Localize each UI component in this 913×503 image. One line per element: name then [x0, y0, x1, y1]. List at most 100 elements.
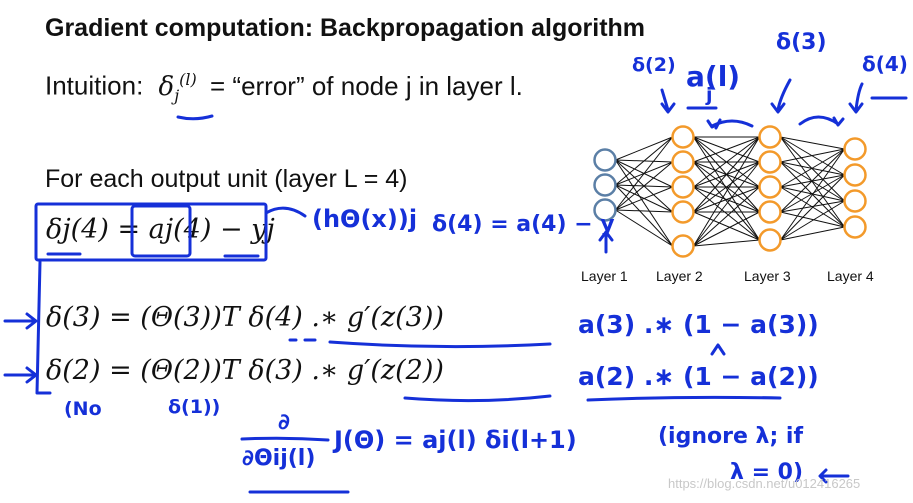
- ink-loop-2: [798, 115, 845, 127]
- hidden-node: [758, 175, 782, 199]
- network-edge: [693, 211, 760, 241]
- input-node: [593, 198, 617, 222]
- ink-left-bracket: [35, 260, 52, 395]
- ink-no: (No: [64, 398, 102, 420]
- ink-connector: [264, 206, 307, 218]
- ink-delta4-eq: δ(4) = a(4) − y: [432, 212, 615, 237]
- network-edge: [780, 148, 845, 163]
- ink-a2-deriv: a(2) .∗ (1 − a(2)): [578, 362, 819, 391]
- ink-arrow-lambda: [818, 468, 850, 484]
- ink-lambda-zero: λ = 0): [730, 460, 804, 485]
- ink-arrow-delta4: [848, 82, 864, 114]
- network-edge: [780, 148, 845, 241]
- network-edge: [615, 136, 673, 186]
- network-edge: [780, 148, 845, 188]
- hidden-node: [671, 150, 695, 174]
- intuition-line: Intuition: δj(l) = “error” of node j in …: [45, 70, 523, 105]
- ink-arrow-delta2: [660, 88, 676, 114]
- ink-input-arrow: [598, 230, 614, 254]
- ink-arrow-delta3: [770, 78, 792, 114]
- ink-arrow-2: [3, 366, 38, 384]
- ink-a-sub-j: j: [706, 84, 713, 106]
- network-edges: [615, 136, 845, 247]
- network-edge: [615, 209, 673, 213]
- ink-loop-1: [706, 119, 754, 129]
- ink-delta4: δ(4): [862, 52, 908, 76]
- network-edge: [780, 226, 845, 241]
- network-edge: [693, 136, 760, 241]
- hidden-node: [671, 175, 695, 199]
- ink-underline-intuition: [176, 114, 214, 121]
- hidden-node: [758, 200, 782, 224]
- network-edge: [693, 161, 760, 241]
- network-edge: [693, 136, 760, 163]
- network-edge: [693, 186, 760, 247]
- hidden-node: [758, 228, 782, 252]
- hidden-node: [671, 234, 695, 258]
- ink-up-arrow: [710, 343, 726, 356]
- network-edge: [693, 161, 760, 213]
- equation-delta-3: δ(3) = (Θ(3))T δ(4) .∗ g′(z(3)): [46, 302, 444, 333]
- ink-delta1: δ(1)): [168, 396, 221, 418]
- ink-a3-deriv: a(3) .∗ (1 − a(3)): [578, 310, 819, 339]
- network-edge: [693, 239, 760, 247]
- hidden-node: [671, 200, 695, 224]
- network-edge: [615, 209, 673, 247]
- ink-partial-theta: ∂Θij(l): [242, 446, 316, 471]
- ink-a-l: a(l): [686, 60, 741, 93]
- intuition-text: = “error” of node j in layer l.: [210, 70, 523, 101]
- network-edge: [615, 136, 673, 211]
- equation-delta-2: δ(2) = (Θ(2))T δ(3) .∗ g′(z(2)): [46, 355, 444, 386]
- slide-title: Gradient computation: Backpropagation al…: [45, 14, 646, 42]
- network-edge: [780, 136, 845, 150]
- layer-4-label: Layer 4: [827, 268, 874, 284]
- network-edge: [693, 186, 760, 213]
- network-edge: [615, 159, 673, 247]
- network-edge: [693, 136, 760, 213]
- ink-arrow-1: [3, 312, 38, 330]
- hidden-node: [843, 163, 867, 187]
- delta-subscript: j: [174, 85, 180, 105]
- ink-partial-top: ∂: [278, 410, 290, 435]
- layer-2-label: Layer 2: [656, 268, 703, 284]
- network-edge: [615, 186, 673, 211]
- input-node: [593, 148, 617, 172]
- ink-underline-a2term: [586, 395, 782, 402]
- watermark: https://blog.csdn.net/u012416265: [668, 476, 861, 491]
- delta-symbol: δ: [158, 71, 175, 102]
- network-edge: [693, 136, 760, 188]
- hidden-node: [843, 215, 867, 239]
- network-edge: [780, 211, 845, 228]
- network-edge: [693, 211, 760, 247]
- hidden-node: [671, 125, 695, 149]
- network-edge: [693, 136, 760, 247]
- network-edge: [615, 184, 673, 247]
- network-edge: [780, 174, 845, 213]
- delta-superscript: (l): [179, 70, 197, 89]
- ink-delta3: δ(3): [776, 30, 827, 55]
- network-edge: [780, 174, 845, 241]
- ink-underline-g2: [403, 394, 552, 403]
- ink-box-a: [130, 204, 192, 258]
- network-edge: [780, 200, 845, 213]
- ink-h-theta: (hΘ(x))j: [312, 205, 418, 233]
- input-node: [593, 173, 617, 197]
- network-edge: [780, 200, 845, 241]
- hidden-node: [843, 189, 867, 213]
- layer-1-label: Layer 1: [581, 268, 628, 284]
- for-each-output-line: For each output unit (layer L = 4): [45, 165, 408, 193]
- equation-output-delta: δj(4) = aj(4) − yj: [46, 214, 275, 245]
- network-edge: [780, 148, 845, 213]
- network-edge: [693, 186, 760, 241]
- intuition-label: Intuition:: [45, 70, 144, 101]
- ink-delta2: δ(2): [632, 54, 676, 76]
- ink-box-outer: [34, 202, 268, 262]
- network-edge: [615, 136, 673, 161]
- network-nodes: [593, 125, 867, 258]
- layer-3-label: Layer 3: [744, 268, 791, 284]
- network-edge: [693, 161, 760, 247]
- hidden-node: [843, 137, 867, 161]
- ink-ignore-lambda: (ignore λ; if: [658, 424, 804, 449]
